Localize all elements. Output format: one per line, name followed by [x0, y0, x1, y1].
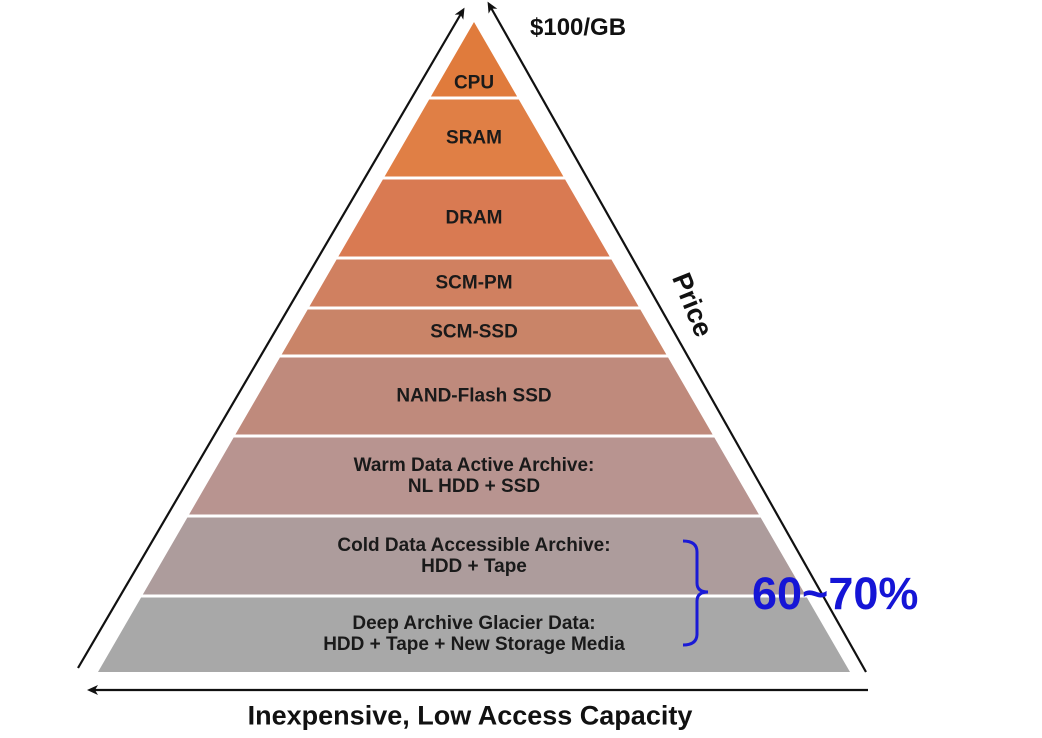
pyramid-tier: [234, 356, 714, 436]
tier-label: Warm Data Active Archive:NL HDD + SSD: [354, 455, 595, 497]
tier-label: SCM-PM: [435, 273, 512, 294]
price-arrow-left: [77, 7, 465, 669]
pyramid-tier: [383, 98, 565, 178]
tier-label: Cold Data Accessible Archive:HDD + Tape: [337, 535, 610, 577]
tier-label: SRAM: [446, 128, 502, 149]
tier-label-line: Warm Data Active Archive:: [353, 455, 595, 476]
tier-label-line: NAND-Flash SSD: [396, 385, 552, 407]
tier-label-line: SCM-SSD: [430, 321, 518, 343]
pyramid-tiers: [98, 22, 850, 672]
tier-label-line: Deep Archive Glacier Data:: [352, 613, 596, 634]
tier-label: NAND-Flash SSD: [396, 386, 551, 407]
tier-label-line: DRAM: [445, 207, 503, 229]
tier-label: Deep Archive Glacier Data:HDD + Tape + N…: [323, 613, 625, 655]
tier-label: CPU: [454, 73, 494, 94]
price-arrow-right: [487, 1, 867, 673]
tier-label-line: SCM-PM: [435, 272, 513, 294]
tier-label-line: NL HDD + SSD: [407, 476, 541, 497]
axis-arrows: [77, 1, 868, 695]
capacity-axis-label: Inexpensive, Low Access Capacity: [247, 700, 693, 731]
tier-label-line: HDD + Tape + New Storage Media: [323, 634, 625, 655]
tier-label-line: Cold Data Accessible Archive:: [337, 535, 611, 556]
percentage-bracket: [682, 539, 709, 647]
price-top-label: $100/GB: [530, 14, 627, 41]
pyramid-tier: [430, 22, 518, 98]
tier-label: SCM-SSD: [430, 322, 518, 343]
tier-label-line: CPU: [453, 72, 495, 94]
pyramid-tier: [280, 308, 668, 356]
pyramid-tier: [98, 596, 850, 672]
pyramid-tier: [141, 516, 807, 596]
percentage-label: 60~70%: [752, 568, 919, 619]
tier-label: DRAM: [446, 208, 503, 229]
tier-label-line: SRAM: [446, 127, 502, 149]
pyramid-tier: [337, 178, 611, 258]
pyramid-tier: [188, 436, 760, 516]
tier-label-line: HDD + Tape: [421, 556, 527, 577]
pyramid-tier: [308, 258, 640, 308]
